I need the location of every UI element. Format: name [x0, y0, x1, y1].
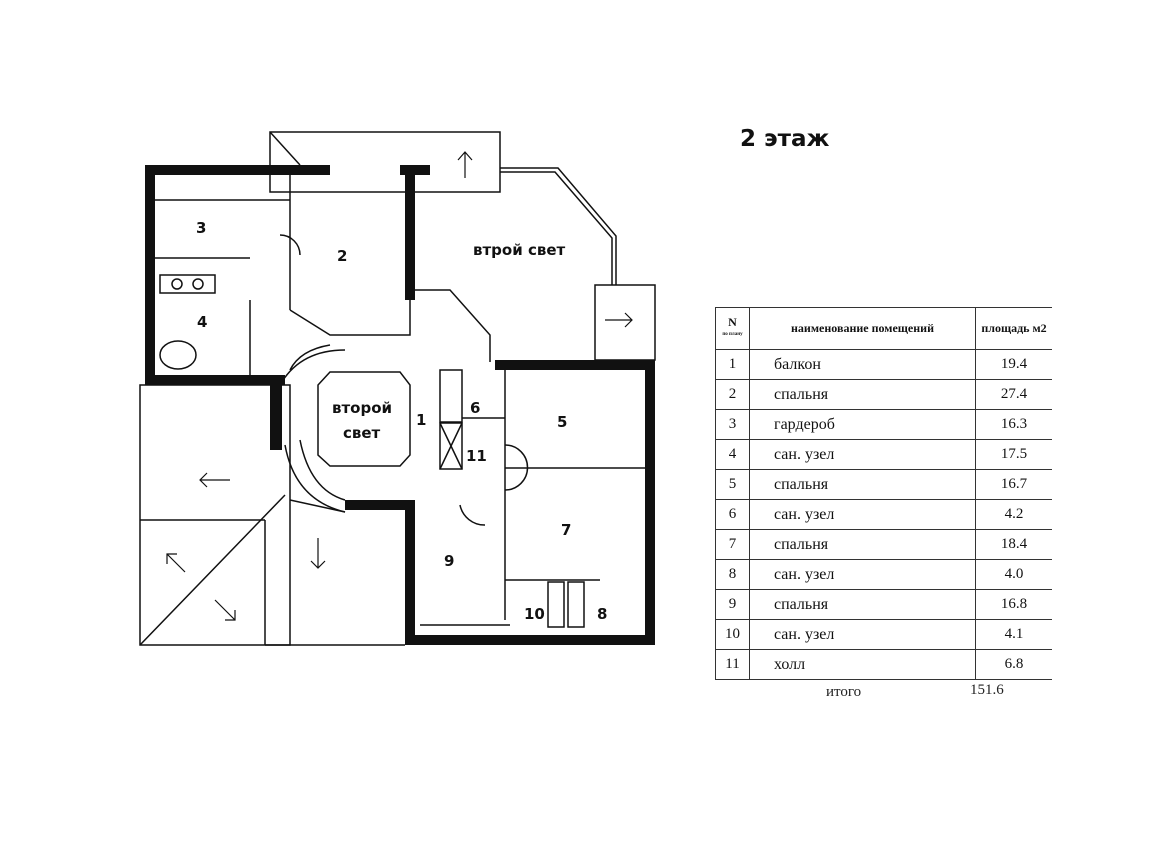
- room-number: 2: [715, 379, 750, 410]
- arrow-down-right-icon: [214, 599, 236, 621]
- room-label-3: 3: [196, 219, 206, 237]
- room-area: 27.4: [975, 379, 1052, 410]
- room-name: сан. узел: [749, 619, 976, 650]
- arrow-up-left-icon: [166, 553, 186, 573]
- plan-walls: [145, 165, 655, 645]
- room-number: 4: [715, 439, 750, 470]
- room-label-4: 4: [197, 313, 207, 331]
- room-number: 9: [715, 589, 750, 620]
- room-area: 4.1: [975, 619, 1052, 650]
- second-light-top-label: втрой свет: [473, 241, 566, 259]
- arrow-up-icon: [457, 151, 473, 178]
- room-name: спальня: [749, 469, 976, 500]
- floor-title: 2 этаж: [740, 126, 830, 152]
- room-name: холл: [749, 649, 976, 680]
- room-area: 4.2: [975, 499, 1052, 530]
- room-number: 8: [715, 559, 750, 590]
- arrow-right-icon: [605, 312, 633, 328]
- total-label: итого: [826, 684, 862, 700]
- arrow-left-icon: [199, 472, 230, 488]
- second-light-label-1: второй: [332, 399, 392, 417]
- room-number: 11: [715, 649, 750, 680]
- room-label-1: 1: [416, 411, 426, 429]
- room-area: 16.3: [975, 409, 1052, 440]
- plan-thin-lines: [139, 131, 656, 646]
- room-label-9: 9: [444, 552, 454, 570]
- room-label-10: 10: [524, 605, 545, 623]
- room-area: 16.8: [975, 589, 1052, 620]
- header-name: наименование помещений: [749, 307, 976, 350]
- room-name: спальня: [749, 589, 976, 620]
- room-name: сан. узел: [749, 559, 976, 590]
- room-name: спальня: [749, 379, 976, 410]
- room-label-7: 7: [561, 521, 571, 539]
- room-area: 17.5: [975, 439, 1052, 470]
- room-number: 6: [715, 499, 750, 530]
- room-number: 10: [715, 619, 750, 650]
- direction-arrows: [166, 151, 633, 621]
- room-name: сан. узел: [749, 499, 976, 530]
- arrow-down-icon: [310, 538, 326, 569]
- room-labels: 3 2 4 втрой свет второй свет 1 6 11 5 7 …: [196, 219, 607, 623]
- room-name: балкон: [749, 349, 976, 380]
- room-label-8: 8: [597, 605, 607, 623]
- room-label-11: 11: [466, 447, 487, 465]
- header-area: площадь м2: [975, 307, 1052, 350]
- room-label-2: 2: [337, 247, 347, 265]
- room-area: 18.4: [975, 529, 1052, 560]
- room-label-6: 6: [470, 399, 480, 417]
- room-number: 7: [715, 529, 750, 560]
- room-area: 19.4: [975, 349, 1052, 380]
- total-value: 151.6: [970, 682, 1004, 698]
- header-num-sub: по плану: [722, 332, 743, 337]
- room-name: гардероб: [749, 409, 976, 440]
- header-num-label: N: [728, 315, 737, 329]
- room-area: 4.0: [975, 559, 1052, 590]
- room-name: спальня: [749, 529, 976, 560]
- room-number: 5: [715, 469, 750, 500]
- room-label-5: 5: [557, 413, 567, 431]
- room-area: 16.7: [975, 469, 1052, 500]
- room-number: 1: [715, 349, 750, 380]
- room-area: 6.8: [975, 649, 1052, 680]
- second-light-label-2: свет: [343, 424, 381, 442]
- room-number: 3: [715, 409, 750, 440]
- room-name: сан. узел: [749, 439, 976, 470]
